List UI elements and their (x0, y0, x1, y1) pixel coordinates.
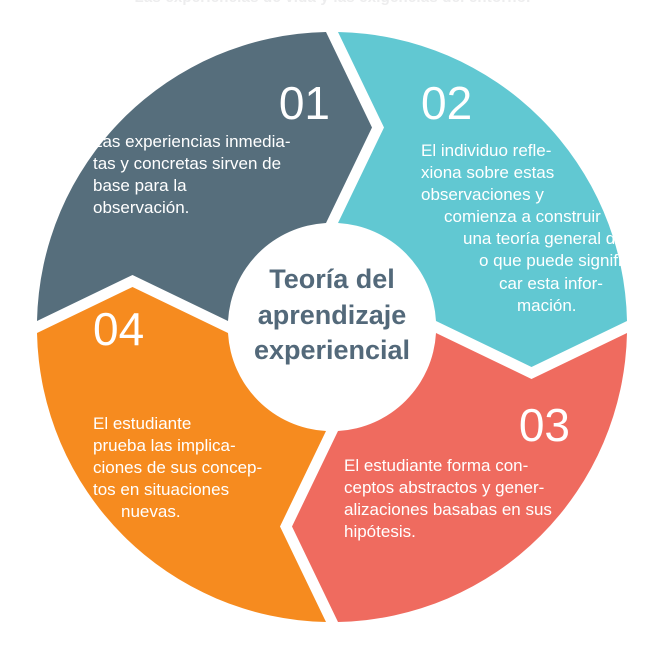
segment-01-shape (37, 32, 372, 321)
top-caption: Las experiencias de vida y las exigencia… (0, 0, 665, 6)
segment-03-number: 03 (518, 399, 570, 451)
segment-02-shape (338, 32, 627, 367)
segment-04-shape (37, 287, 326, 622)
segment-04-number: 04 (93, 303, 145, 355)
segment-01-number: 01 (278, 77, 330, 129)
segment-03-text: El estudiante forma con-ceptos abstracto… (344, 456, 552, 542)
segment-02-number: 02 (421, 77, 473, 129)
segment-01-text: Las experiencias inmedia-tas y concretas… (93, 132, 291, 218)
segment-03-shape (292, 333, 627, 622)
